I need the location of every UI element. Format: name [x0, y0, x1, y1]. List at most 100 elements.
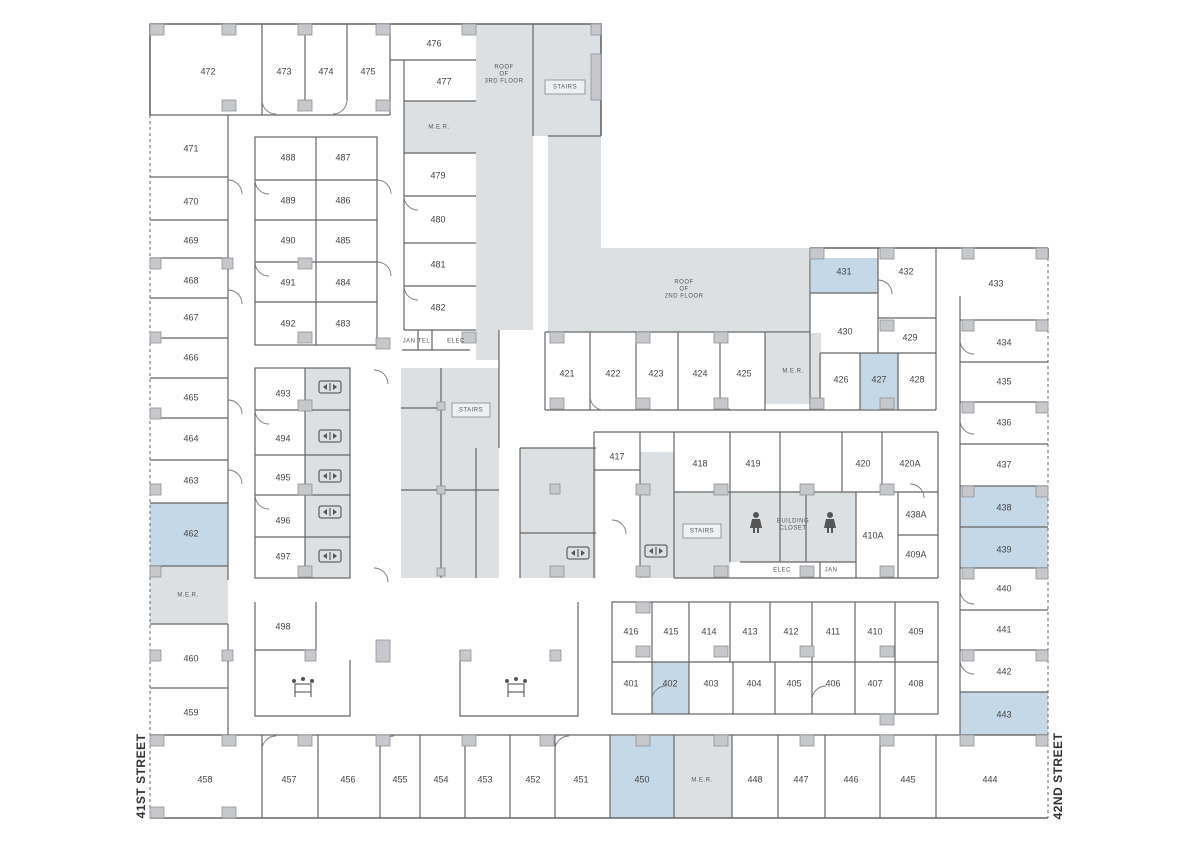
building-closet-line2: CLOSET [779, 526, 806, 532]
room-429: 429 [902, 332, 917, 342]
room-440: 440 [996, 583, 1011, 593]
room-414: 414 [701, 626, 716, 636]
room-495: 495 [275, 472, 290, 482]
room-mer-left: M.E.R. [177, 593, 198, 599]
room-451: 451 [573, 774, 588, 784]
room-mer-mid: M.E.R. [782, 369, 803, 375]
room-439: 439 [996, 544, 1011, 554]
roof-3rd-line2: OF [499, 72, 508, 78]
room-elec-center: ELEC [773, 568, 791, 574]
room-498: 498 [275, 621, 290, 631]
room-465: 465 [183, 392, 198, 402]
room-476: 476 [426, 38, 441, 48]
stairs-boxes [451, 79, 722, 539]
room-488: 488 [280, 152, 295, 162]
room-mer-top: M.E.R. [428, 125, 449, 131]
room-475: 475 [360, 66, 375, 76]
room-491: 491 [280, 277, 295, 287]
room-483: 483 [335, 318, 350, 328]
room-438a: 438A [905, 509, 926, 519]
room-458: 458 [197, 774, 212, 784]
room-419: 419 [745, 458, 760, 468]
lounge-icon [505, 677, 527, 697]
room-labels: 472 473 474 475 476 477 M.E.R. 479 480 4… [177, 38, 1011, 784]
room-410a: 410A [862, 530, 883, 540]
room-486: 486 [335, 195, 350, 205]
room-mer-bottom: M.E.R. [691, 778, 712, 784]
room-444: 444 [982, 774, 997, 784]
room-496: 496 [275, 515, 290, 525]
room-elec-top: ELEC [447, 339, 465, 345]
room-489: 489 [280, 195, 295, 205]
room-472: 472 [200, 66, 215, 76]
room-434: 434 [996, 337, 1011, 347]
elevator-icon [318, 429, 342, 443]
elevator-icon [318, 549, 342, 563]
room-466: 466 [183, 352, 198, 362]
street-left: 41ST STREET [134, 733, 148, 818]
room-473: 473 [276, 66, 291, 76]
room-485: 485 [335, 235, 350, 245]
room-411: 411 [826, 626, 840, 636]
elevator-icon [318, 380, 342, 394]
elevator-icon [644, 544, 668, 558]
elevator-icon [566, 546, 590, 560]
room-409a: 409A [905, 549, 926, 559]
room-438: 438 [996, 502, 1011, 512]
room-423: 423 [648, 368, 663, 378]
room-450: 450 [634, 774, 649, 784]
roof-3rd-line3: 3RD FLOOR [485, 79, 524, 85]
room-404: 404 [746, 678, 761, 688]
room-436: 436 [996, 417, 1011, 427]
room-448: 448 [747, 774, 762, 784]
room-469: 469 [183, 235, 198, 245]
room-432: 432 [898, 266, 913, 276]
room-420: 420 [855, 458, 870, 468]
room-455: 455 [392, 774, 407, 784]
roof-3rd-line1: ROOF [494, 65, 513, 71]
stairs-label-top: STAIRS [553, 85, 577, 91]
room-406: 406 [825, 678, 840, 688]
room-421: 421 [559, 368, 574, 378]
room-492: 492 [280, 318, 295, 328]
room-407: 407 [867, 678, 882, 688]
room-401: 401 [623, 678, 638, 688]
room-467: 467 [183, 312, 198, 322]
room-463: 463 [183, 475, 198, 485]
room-427: 427 [871, 374, 886, 384]
door-swings [227, 99, 975, 751]
room-447: 447 [793, 774, 808, 784]
room-420a: 420A [899, 458, 920, 468]
service-areas [150, 24, 856, 818]
room-482: 482 [430, 302, 445, 312]
room-405: 405 [786, 678, 801, 688]
room-430: 430 [837, 326, 852, 336]
room-walls [150, 23, 1048, 818]
elevator-icon [318, 505, 342, 519]
elevator-icon [318, 469, 342, 483]
lounge-icon [292, 677, 314, 697]
restroom-icon [824, 512, 836, 533]
room-468: 468 [183, 275, 198, 285]
room-416: 416 [623, 626, 638, 636]
room-jan-center: JAN [825, 568, 838, 574]
room-tel: TEL [418, 339, 431, 345]
room-490: 490 [280, 235, 295, 245]
room-479: 479 [430, 170, 445, 180]
room-456: 456 [340, 774, 355, 784]
room-446: 446 [843, 774, 858, 784]
room-428: 428 [909, 374, 924, 384]
room-422: 422 [605, 368, 620, 378]
room-470: 470 [183, 196, 198, 206]
room-426: 426 [833, 374, 848, 384]
restroom-icon [750, 512, 762, 533]
roof-2nd-line3: 2ND FLOOR [665, 294, 704, 300]
columns [149, 23, 1049, 819]
room-402: 402 [662, 678, 677, 688]
room-418: 418 [692, 458, 707, 468]
room-431: 431 [836, 266, 851, 276]
room-409: 409 [908, 626, 923, 636]
street-labels: 41ST STREET 42ND STREET [134, 732, 1065, 819]
room-403: 403 [703, 678, 718, 688]
